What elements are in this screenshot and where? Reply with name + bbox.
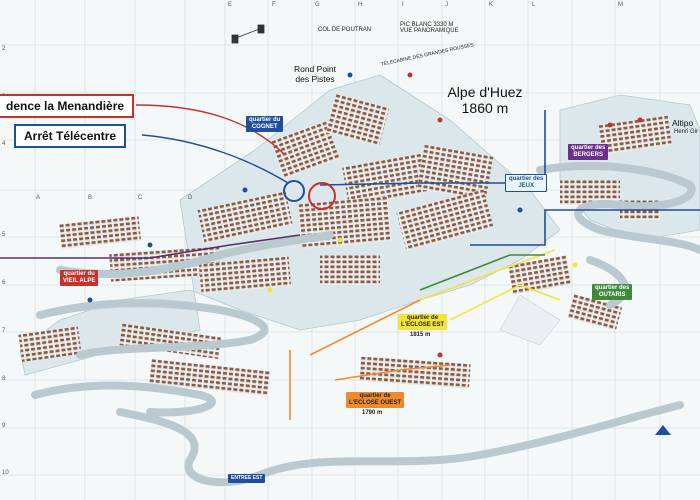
grid-number: 10 [2,470,9,476]
ski-slope [499,294,561,346]
grid-letter-top: I [402,2,404,8]
eclose-ouest-altitude: 1790 m [362,410,383,416]
quarter-eclose-est-tag[interactable]: quartier de L'ECLOSE EST [398,314,448,330]
resort-title: Alpe d'Huez 1860 m [430,84,540,116]
eclose-est-altitude: 1815 m [410,332,431,338]
grid-letter-top: J [445,2,448,8]
residence-callout[interactable]: dence la Menandière [0,94,135,118]
altiport-sublabel: Henri Gir [674,129,699,135]
grid-letter-top: K [489,2,494,8]
grid-number: 6 [2,280,6,286]
arret-marker[interactable] [283,180,305,202]
grid-letter-top: M [618,2,623,8]
grid-letter-top: G [315,2,320,8]
grid-number: 7 [2,328,6,334]
grid-number: 9 [2,423,6,429]
altiport-label: Altipo [672,118,694,128]
col-note: COL DE POUTRAN [318,27,372,33]
grid-number: 8 [2,376,6,382]
quarter-eclose-ouest-tag[interactable]: quartier de L'ECLOSE OUEST [346,392,405,408]
pic-note: PIC BLANC 3330 M VUE PANORAMIQUE [400,22,459,34]
grid-number: 5 [2,232,6,238]
grid-letter-top: F [272,2,276,8]
entree-est-sign: ENTREE EST [228,474,266,483]
resort-name: Alpe d'Huez [447,84,523,100]
roads [31,162,700,487]
quarter-jeux-tag[interactable]: quartier des JEUX [505,174,548,192]
residence-pointer [135,104,286,156]
residence-marker[interactable] [308,182,336,210]
grid-letter-top: L [532,2,536,8]
grid-letter-left: B [88,195,93,201]
arret-callout[interactable]: Arrêt Télécentre [14,124,127,148]
cable-lift [231,24,265,44]
grid-letter-left: C [138,195,143,201]
quarter-cognet-tag[interactable]: quartier du COGNET [246,116,284,132]
quarter-bergers-tag[interactable]: quartier des BERGERS [568,144,609,160]
grid-letter-top: E [228,2,233,8]
rond-point-label: Rond Point des Pistes [293,64,337,84]
grid-letter-top: H [358,2,363,8]
map-logo [655,425,671,435]
grid-number: 4 [2,141,6,147]
resort-altitude: 1860 m [461,100,509,116]
arret-pointer [141,134,289,184]
quarter-outaris-tag[interactable]: quartier des OUTARIS [592,284,633,300]
grid-number: 2 [2,46,6,52]
poi-markers [87,72,643,358]
quarter-vieil-alpe-tag[interactable]: quartier du VIEIL ALPE [60,270,99,286]
grid-letter-left: D [188,195,193,201]
district-lines [0,110,700,420]
grid-letter-left: A [36,195,41,201]
